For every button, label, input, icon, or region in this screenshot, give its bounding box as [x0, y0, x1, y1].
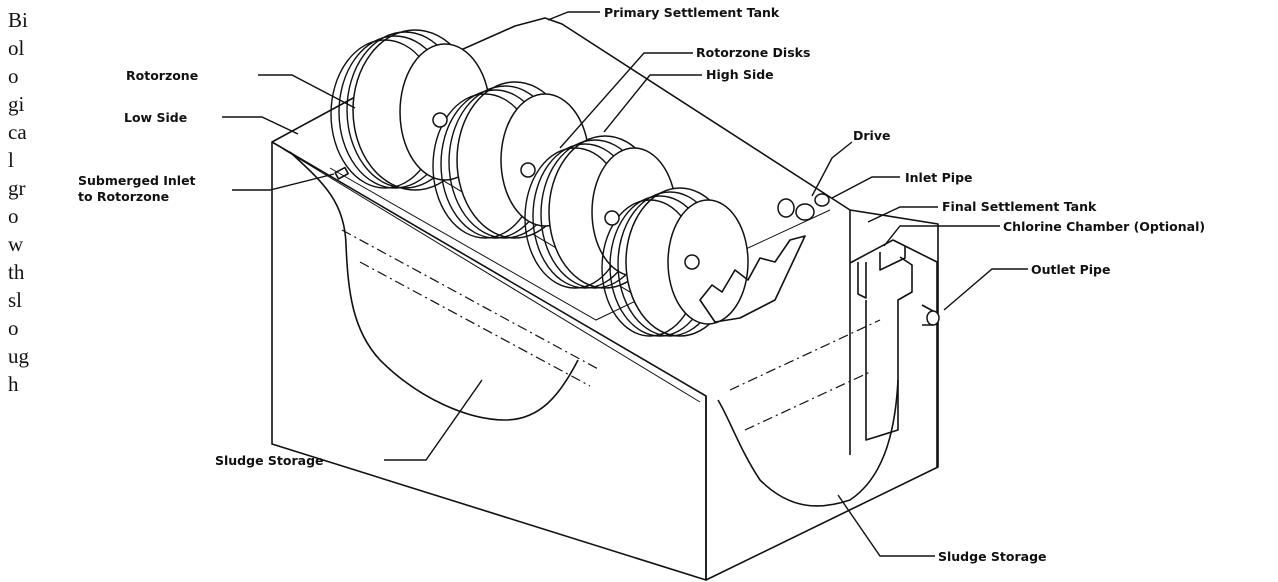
drive-motor: [795, 203, 815, 221]
label-low-side: Low Side: [124, 110, 187, 125]
side-text-line: gr: [8, 176, 26, 200]
outlet-pipe: [921, 304, 934, 326]
shaft-hub: [520, 162, 536, 178]
label-rotorzone-disks: Rotorzone Disks: [696, 45, 810, 60]
leader-drive: [811, 141, 853, 197]
side-text-line: ol: [8, 36, 25, 60]
side-text-line: w: [8, 232, 24, 256]
outlet-pipe-end: [926, 310, 940, 326]
side-text-line: ca: [8, 120, 27, 144]
chlorine-chamber-front: [857, 256, 913, 441]
leader-primary-settlement: [547, 11, 600, 21]
leader-sludge-right: [837, 494, 935, 557]
side-text-line: gi: [8, 92, 25, 116]
shaft-hub: [432, 112, 448, 128]
chlorine-chamber-back: [879, 246, 906, 271]
leader-submerged-inlet: [232, 173, 335, 191]
shaft-hub: [604, 210, 620, 226]
side-text-line: sl: [8, 288, 23, 312]
label-outlet-pipe: Outlet Pipe: [1031, 262, 1110, 277]
leader-low-side: [222, 116, 299, 135]
leader-high-side: [603, 74, 702, 133]
side-text-line: h: [8, 372, 19, 396]
label-inlet-pipe: Inlet Pipe: [905, 170, 973, 185]
tank-left-end: [271, 96, 356, 143]
label-sludge-storage-left: Sludge Storage: [215, 453, 324, 468]
leader-final-settlement: [867, 206, 938, 223]
side-text-line: o: [8, 316, 19, 340]
leader-lines: [222, 11, 1028, 557]
label-chlorine-chamber: Chlorine Chamber (Optional): [1003, 219, 1205, 234]
label-primary-settlement-tank: Primary Settlement Tank: [604, 5, 780, 20]
leader-rotorzone-disks: [559, 52, 693, 149]
side-text-line: Bi: [8, 8, 28, 32]
hidden-floor-line-4: [744, 371, 871, 431]
sludge-cutaway-left: [289, 151, 579, 421]
label-submerged-inlet-2: to Rotorzone: [78, 189, 169, 204]
leader-chlorine-chamber: [883, 225, 1000, 247]
leader-inlet-pipe: [831, 176, 900, 199]
hidden-floor-line-2: [359, 261, 591, 387]
submerged-inlet-port: [334, 166, 349, 180]
labels: Primary Settlement Tank Rotorzone Rotorz…: [78, 5, 1205, 564]
leader-outlet-pipe: [943, 268, 1028, 311]
side-text-line: l: [8, 148, 14, 172]
drive-unit: [777, 198, 795, 218]
leader-sludge-left: [384, 379, 483, 461]
side-text-line: o: [8, 64, 19, 88]
hidden-floor-line-3: [729, 319, 881, 391]
rotorzone-disks: [330, 29, 830, 337]
label-final-settlement-tank: Final Settlement Tank: [942, 199, 1097, 214]
side-text-line: o: [8, 204, 19, 228]
shaft-hub: [684, 254, 700, 270]
tank-right-section: [705, 209, 939, 581]
hidden-floor-line-1: [341, 229, 601, 371]
side-text: Bi ol o gi ca l gr o w th sl o ug h: [8, 6, 48, 398]
final-settlement-block: [849, 225, 940, 468]
side-text-line: ug: [8, 344, 29, 368]
label-sludge-storage-right: Sludge Storage: [938, 549, 1047, 564]
tank-back-rim: [354, 17, 851, 225]
final-tank-outline: [849, 225, 938, 468]
tank-front-lip: [282, 148, 701, 403]
sludge-cutaway-right: [717, 379, 899, 507]
inlet-pipe-end: [814, 193, 830, 207]
biomass-growth: [699, 235, 806, 323]
label-high-side: High Side: [706, 67, 774, 82]
leader-rotorzone: [258, 74, 356, 109]
label-rotorzone: Rotorzone: [126, 68, 198, 83]
label-submerged-inlet-1: Submerged Inlet: [78, 173, 196, 188]
label-drive: Drive: [853, 128, 890, 143]
side-text-line: th: [8, 260, 25, 284]
